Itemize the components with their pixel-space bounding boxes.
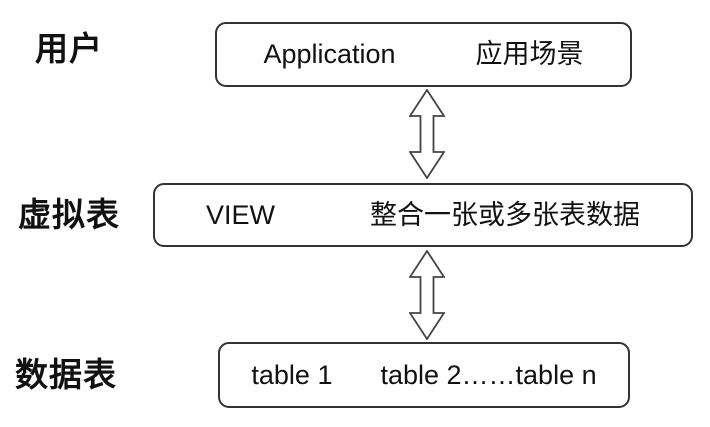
layer-label-user: 用户 [35,30,103,67]
layer-label-virtual-table: 虚拟表 [18,196,120,233]
tables-box-left-text: table 1 [251,359,333,390]
tables-box: table 1 table 2……table n [218,342,630,408]
application-box-right-text: 应用场景 [475,39,584,69]
view-box-right-text: 整合一张或多张表数据 [370,199,640,230]
double-arrow-icon [409,89,445,179]
application-box: Application 应用场景 [215,22,632,87]
application-box-left-text: Application [263,39,396,69]
layer-label-data-table: 数据表 [15,356,117,393]
double-arrow-icon [409,250,445,340]
view-box: VIEW 整合一张或多张表数据 [153,183,693,247]
view-box-left-text: VIEW [205,199,275,230]
tables-box-right-text: table 2……table n [380,359,597,390]
